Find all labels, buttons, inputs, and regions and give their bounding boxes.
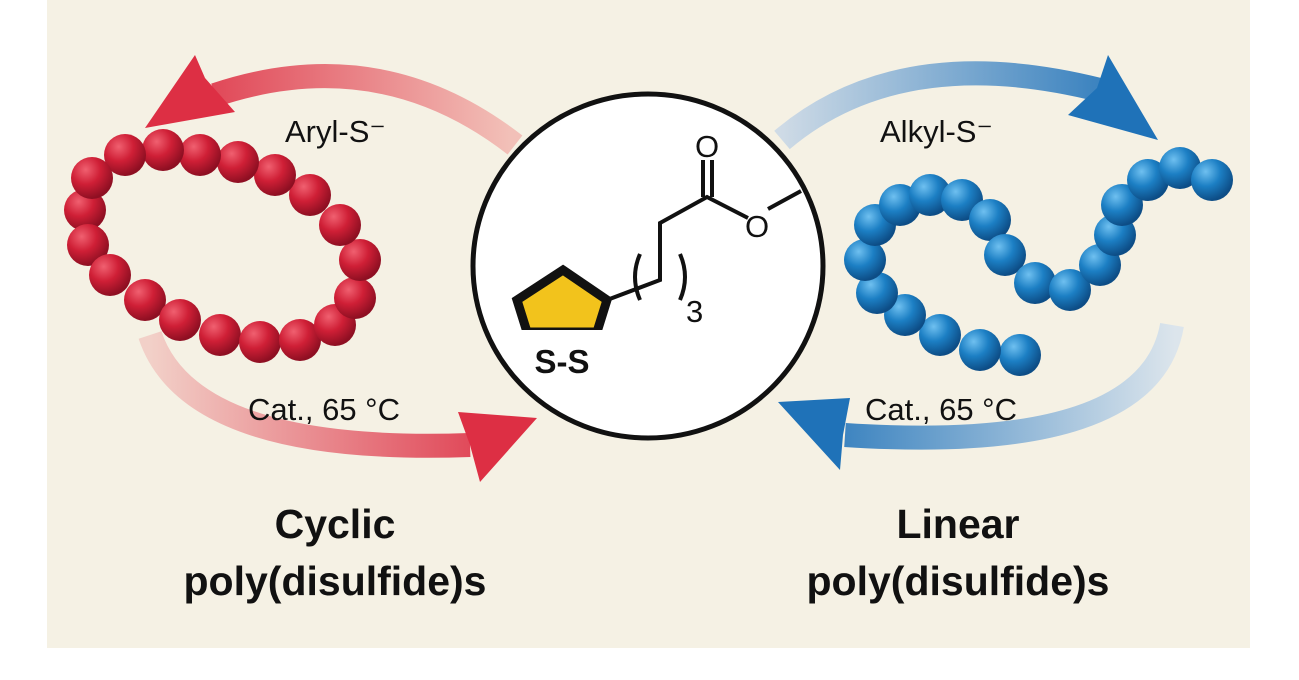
polymer-bead (239, 321, 281, 363)
alkyl-thiolate-label: Alkyl-S⁻ (880, 114, 993, 149)
polymer-bead (319, 204, 361, 246)
arrow-alkyl-to-linear (774, 55, 1158, 150)
polymer-bead (64, 189, 106, 231)
polymer-bead (969, 199, 1011, 241)
polymer-bead (959, 329, 1001, 371)
polymer-bead (1159, 147, 1201, 189)
polymer-bead (179, 134, 221, 176)
cyclic-title-line1: Cyclic (275, 501, 396, 547)
polymer-bead (67, 224, 109, 266)
linear-polymer-beads (844, 147, 1233, 376)
arrow-linear-to-monomer (778, 322, 1184, 470)
polymer-bead (1101, 184, 1143, 226)
polymer-bead (856, 272, 898, 314)
polymer-bead (254, 154, 296, 196)
polymer-bead (89, 254, 131, 296)
ester-oxygen: O (745, 209, 769, 244)
arrow-aryl-to-cyclic (145, 55, 523, 155)
linear-title-line2: poly(disulfide)s (807, 558, 1110, 604)
polymer-bead (919, 314, 961, 356)
polymer-bead (1014, 262, 1056, 304)
polymer-bead (909, 174, 951, 216)
polymer-bead (124, 279, 166, 321)
polymer-bead (334, 277, 376, 319)
arrow-cyclic-to-monomer (138, 330, 537, 482)
polymer-bead (217, 141, 259, 183)
left-catalyst-label: Cat., 65 °C (248, 392, 400, 427)
polymer-bead (999, 334, 1041, 376)
cyclic-title-line2: poly(disulfide)s (184, 558, 487, 604)
cyclic-polymer-beads (64, 129, 381, 363)
linear-title-line1: Linear (896, 501, 1019, 547)
polymer-bead (1191, 159, 1233, 201)
monomer-circle: O O 3 S-S (470, 91, 826, 441)
polymer-bead (71, 157, 113, 199)
polymer-bead (104, 134, 146, 176)
aryl-thiolate-label: Aryl-S⁻ (285, 114, 386, 149)
polymer-bead (1127, 159, 1169, 201)
polymer-bead (844, 239, 886, 281)
polymer-bead (159, 299, 201, 341)
polymer-bead (142, 129, 184, 171)
carbonyl-oxygen: O (695, 129, 719, 164)
polymer-bead (1049, 269, 1091, 311)
polymer-bead (279, 319, 321, 361)
polymer-bead (289, 174, 331, 216)
repeat-subscript: 3 (686, 294, 703, 329)
disulfide-label: S-S (534, 343, 589, 380)
polymer-bead (984, 234, 1026, 276)
alkyl-chain (606, 160, 802, 302)
polymer-bead (339, 239, 381, 281)
polymer-bead (199, 314, 241, 356)
right-catalyst-label: Cat., 65 °C (865, 392, 1017, 427)
